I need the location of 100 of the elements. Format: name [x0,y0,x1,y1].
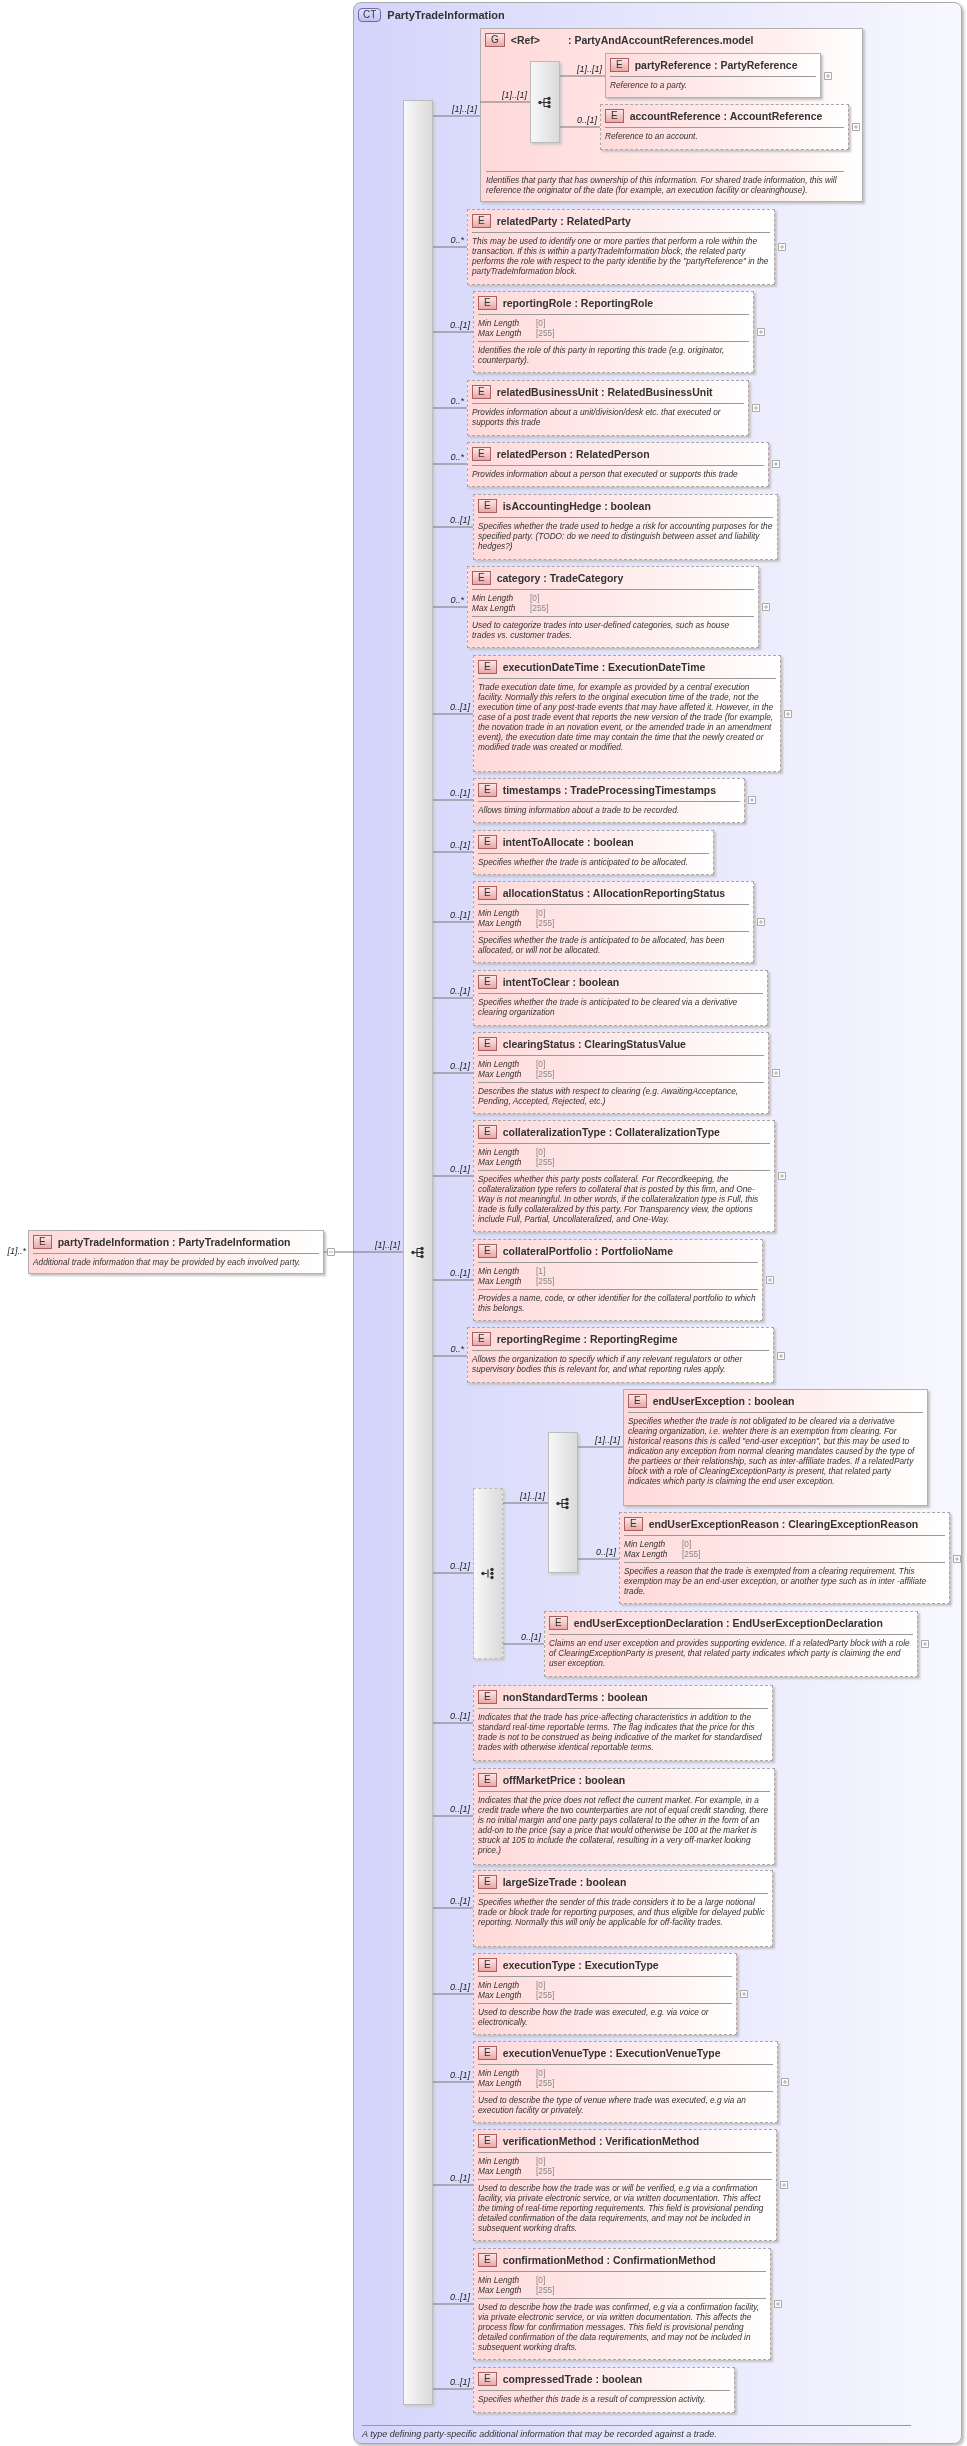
element-box [623,1389,928,1506]
element-box [600,104,849,150]
connector-line [432,997,474,999]
element-badge: E [478,1772,497,1787]
element-box [619,1512,950,1604]
facet-name: Min Length [478,2068,521,2078]
sequence-compositor [548,1432,578,1573]
element-title: endUserException : boolean [652,1394,795,1407]
element-box [473,291,754,373]
element-badge: E [478,1689,497,1704]
element-badge: E [478,2045,497,2060]
element-box [544,1611,918,1677]
element-description: Provides information about a person that executed or supports this trade [472,469,739,479]
element-description: Trade execution date time, for example as provided by a central execution facility. Normally this refers to the original execution time of the trade, not the execution time of any post-trade events that may have affeted it. However, in the case of a post trade event that reports the new version of the trade (for example, the novation trade in an novation event, or the amended trade in an amendment event), the execution date time may contain the time that the newly created or modified trade was created or modified. [478,682,775,752]
element-description: Provides information about a unit/division/desk etc. that executed or supports this trade [472,407,722,427]
element-description: Reference to an account. [605,131,699,141]
facet-name: Max Length [478,1157,523,1167]
connector-line [432,1072,474,1074]
group-title: <Ref> [510,33,540,46]
facet-name: Min Length [478,2275,521,2285]
connector-line [323,1251,404,1253]
cardinality-label: 0..[1] [450,2070,470,2080]
facet-value: [0] [536,2068,547,2078]
facet-value: [0] [536,318,547,328]
connector-line [432,2388,474,2390]
facet-name: Max Length [472,603,517,613]
cardinality-label: 0..* [450,396,464,406]
facet-name: Max Length [478,2166,523,2176]
cardinality-label: [1]..[1] [375,1240,400,1250]
cardinality-label: 0..[1] [450,1268,470,1278]
cardinality-label: 0..* [450,452,464,462]
element-badge: E [605,108,624,123]
element-description: Identifies the role of this party in reporting this trade (e.g. originator, counterparty). [478,345,726,365]
element-box [467,209,775,285]
element-badge: E [472,570,491,585]
cardinality-label: 0..[1] [450,1804,470,1814]
element-box [473,2041,778,2123]
element-box [473,1768,775,1865]
group-title: : PartyAndAccountReferences.model [567,33,754,46]
group-description: Identifies that party that has ownership of this information. For shared trade information, this will reference the originator of the date (for example, an execution facility or clearinghouse). [486,175,838,195]
facet-value: [255] [682,1549,702,1559]
connector-line [502,1643,545,1645]
facet-value: [255] [536,2078,556,2088]
facet-value: [255] [536,1276,556,1286]
element-box [28,1230,324,1274]
cardinality-label: [1]..[1] [577,64,602,74]
element-badge: E [478,1874,497,1889]
connector-line [432,2081,474,2083]
element-badge: E [472,384,491,399]
element-title: clearingStatus : ClearingStatusValue [502,1037,686,1050]
facet-value: [255] [536,1990,556,2000]
element-box [473,830,714,875]
facet-name: Max Length [478,1276,523,1286]
facet-name: Max Length [478,1069,523,1079]
facet-value: [255] [536,918,556,928]
element-box [473,881,754,963]
connector-line [577,1558,620,1560]
element-description: Additional trade information that may be provided by each involved party. [33,1257,302,1267]
element-title: reportingRole : ReportingRole [502,296,654,309]
element-badge: E [478,2133,497,2148]
element-description: Used to describe how the trade was confirmed, e.g via a confirmation facility, via private electronic service, or via written documentation. This affects the process flow for confirmation messages. This field is provisional pending detailed confirmation of the data requirements, and may not be included in subsequent working drafts. [478,2302,761,2352]
element-badge: E [33,1234,52,1249]
element-title: compressedTrade : boolean [502,2372,643,2385]
element-title: reportingRegime : ReportingRegime [496,1332,678,1345]
element-badge: E [624,1516,643,1531]
element-badge: E [549,1615,568,1630]
element-badge: E [610,57,629,72]
element-title: intentToClear : boolean [502,975,620,988]
sequence-compositor [403,100,433,2405]
element-description: Allows timing information about a trade to be recorded. [478,805,681,815]
connector-line [432,1355,468,1357]
facet-name: Max Length [478,2078,523,2088]
element-title: executionType : ExecutionType [502,1958,659,1971]
cardinality-label: 0..[1] [450,1561,470,1571]
cardinality-label: 0..[1] [596,1547,616,1557]
element-box [473,2367,735,2413]
cardinality-label: 0..[1] [450,2292,470,2302]
connector-line [432,331,474,333]
facet-value: [0] [536,908,547,918]
element-title: largeSizeTrade : boolean [502,1875,627,1888]
element-badge: E [478,1036,497,1051]
facet-name: Min Length [478,1059,521,1069]
element-box [473,1120,775,1232]
cardinality-label: 0..[1] [450,788,470,798]
connector-line [559,126,601,128]
element-description: Specifies whether the trade is anticipated to be cleared via a derivative clearing organization [478,997,739,1017]
cardinality-label: [1]..* [7,1246,26,1256]
element-box [473,778,745,823]
facet-value: [1] [536,1266,547,1276]
facet-name: Min Length [624,1539,667,1549]
type-badge: CT [358,7,382,22]
facet-value: [0] [536,2275,547,2285]
connector-line [432,1907,474,1909]
element-description: Specifies whether the trade is anticipated to be allocated, has been allocated, or will not be allocated. [478,935,726,955]
cardinality-label: 0..[1] [450,320,470,330]
element-title: offMarketPrice : boolean [502,1773,626,1786]
element-badge: E [472,213,491,228]
type-description: A type defining party-specific additional information that may be recorded against a trade. [362,2429,718,2439]
cardinality-label: 0..[1] [450,1711,470,1721]
facet-name: Min Length [478,318,521,328]
